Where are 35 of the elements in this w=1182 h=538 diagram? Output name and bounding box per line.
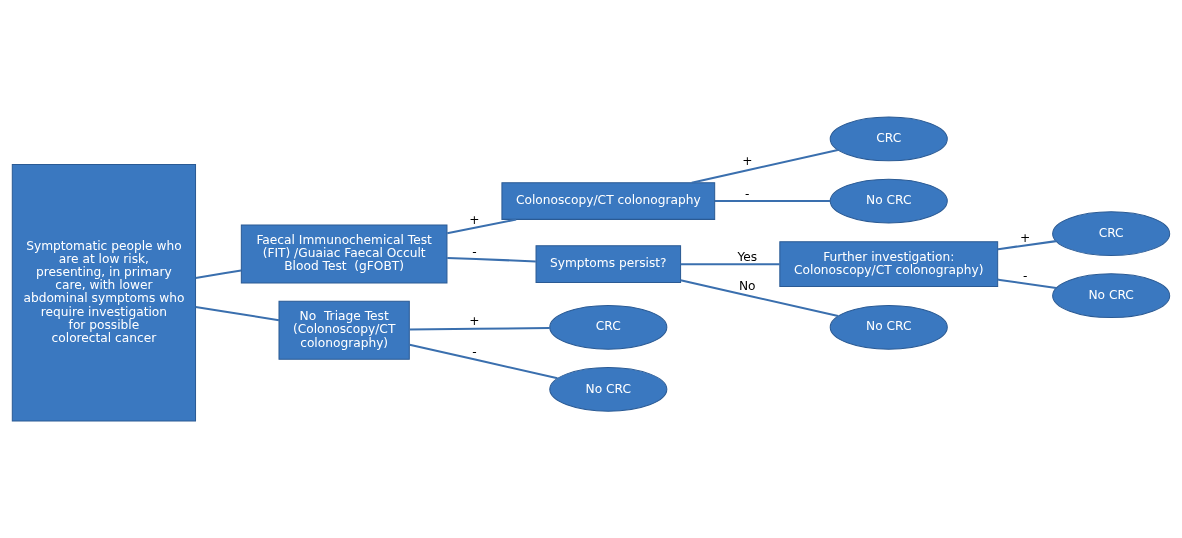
connector — [691, 149, 839, 184]
edge-label: + — [469, 213, 480, 228]
edge-label: - — [472, 244, 477, 259]
connector — [447, 218, 517, 235]
connector — [447, 256, 536, 263]
node-box: Faecal Immunochemical Test (FIT) /Guaiac Faecal Occult Blood Test (gFOBT) — [240, 224, 448, 284]
node-box: Colonoscopy/CT colonography — [501, 182, 716, 220]
connector — [409, 343, 558, 380]
edge-label: - — [1022, 269, 1028, 284]
node-box: Symptomatic people who are at low risk, presenting, in primary care, with lower abdominal symptoms who require investigation for possible colorectal cancer — [11, 163, 197, 422]
edge-label: - — [472, 345, 477, 360]
connector — [195, 306, 280, 322]
connector — [680, 263, 780, 266]
edge-label: No — [738, 279, 756, 294]
connector — [997, 278, 1057, 289]
node-ellipse: CRC — [1052, 211, 1171, 256]
connector — [409, 326, 550, 331]
node-ellipse: No CRC — [829, 178, 948, 224]
connector — [680, 279, 839, 317]
node-box: Further investigation: Colonoscopy/CT colonography) — [779, 241, 999, 288]
node-ellipse: No CRC — [549, 367, 668, 412]
connector — [715, 200, 831, 203]
node-ellipse: No CRC — [829, 304, 948, 350]
node-box: Symptoms persist? — [535, 245, 682, 283]
node-ellipse: No CRC — [1052, 273, 1171, 319]
node-box: No Triage Test (Colonoscopy/CT colonography) — [278, 300, 410, 360]
edge-label: + — [469, 313, 480, 328]
node-ellipse: CRC — [549, 304, 668, 350]
edge-label: + — [1020, 231, 1031, 246]
edge-label: - — [745, 186, 750, 201]
edge-label: Yes — [737, 249, 758, 264]
connector — [195, 269, 242, 279]
node-ellipse: CRC — [829, 116, 948, 162]
edge-label: + — [742, 154, 753, 169]
connector — [997, 240, 1057, 251]
